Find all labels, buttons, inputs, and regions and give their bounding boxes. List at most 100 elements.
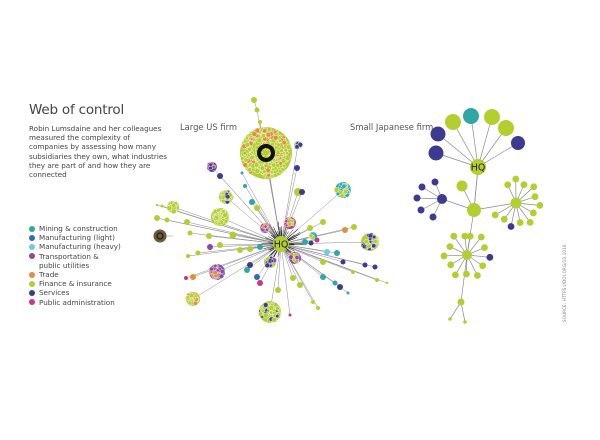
cluster-node [261,308,266,313]
cluster-node [308,233,314,238]
subsidiary-node [498,120,514,136]
subsidiary-node [307,225,313,231]
subsidiary-node [507,223,515,230]
subsidiary-node [351,224,357,230]
cluster-node [284,219,289,224]
cluster-node [218,273,224,279]
cluster-node [189,293,194,298]
cluster-node [219,269,225,274]
cluster-node [341,183,347,189]
japan-firm-label: Small Japanese firm [350,122,434,132]
subsidiary-node [418,183,426,191]
hub-center [263,150,269,156]
edge [269,243,282,313]
edge [192,243,282,300]
cluster-node [270,259,275,263]
subsidiary-node [243,184,247,188]
subsidiary-node [320,259,326,265]
subsidiary-node [206,233,212,239]
subsidiary-node [154,215,160,221]
us-firm-label: Large US firm [180,122,238,132]
subsidiary-node [334,250,340,256]
subsidiary-node [491,211,499,219]
subsidiary-node [445,114,461,130]
subsidiary-node [440,252,448,260]
subsidiary-node [474,272,481,279]
subsidiary-node [346,291,350,295]
legend-item-transportation: Transportation & public utilities [29,252,121,270]
edge [280,243,319,309]
hub-node [510,197,522,209]
legend-item-services: Services [29,288,121,297]
figure-description: Robin Lumsdaine and her colleagues measu… [29,124,167,180]
cluster-node [343,189,348,194]
edge [280,243,344,263]
cluster-node [281,140,287,145]
subsidiary-node [275,287,281,293]
subsidiary-node [164,217,170,223]
subsidiary-node [247,262,253,268]
edge [280,167,298,245]
subsidiary-node [448,317,452,321]
cluster-node [259,165,265,171]
source-credit: SOURCE: HTTPS://DOI.ORG/10.1016 [562,244,567,322]
subsidiary-node [375,278,379,282]
legend-item-manufacturing-light: Manufacturing (light) [29,233,121,242]
subsidiary-node [337,284,343,290]
cluster-node [276,142,281,147]
legend-swatch [29,280,35,287]
cluster-node [278,156,283,160]
subsidiary-node [294,165,300,171]
subsidiary-node [463,108,479,124]
legend-swatch [29,253,35,260]
cluster-node [243,157,249,163]
subsidiary-node [184,219,190,225]
cluster-node [254,127,260,134]
edge [172,206,282,245]
edge [452,121,479,168]
cluster-node [268,305,275,311]
legend-item-manufacturing-heavy: Manufacturing (heavy) [29,242,121,251]
subsidiary-node [217,173,223,179]
subsidiary-node [249,199,255,205]
edge [470,115,479,168]
edge [280,144,299,245]
hub-ring [257,144,275,162]
subsidiary-node [153,229,167,243]
edge [280,243,376,268]
cluster-node [275,314,280,319]
cluster-node [263,224,268,229]
node [251,97,257,103]
cluster-node [216,208,221,213]
cluster-node [339,193,345,199]
subsidiary-node [254,274,260,280]
edge [460,254,468,303]
edge [216,243,282,273]
cluster-node [286,144,292,150]
subsidiary-node [324,249,330,255]
cluster-node [294,255,300,260]
subsidiary-node [257,244,263,250]
subsidiary-node [237,247,243,253]
cluster-node [249,155,255,161]
hub-node [467,203,481,217]
subsidiary-node [342,227,348,233]
subsidiary-node [479,262,487,270]
cluster-node [251,131,258,137]
subsidiary-node [229,231,237,239]
subsidiary-node [451,271,459,279]
subsidiary-node [511,136,525,150]
subsidiary-node [254,205,260,211]
cluster-node [262,128,268,134]
subsidiary-node [413,194,421,202]
cluster-node [171,203,176,208]
cluster-node [271,317,277,323]
edge [219,243,282,246]
edge [477,116,493,168]
subsidiary-node [184,276,188,280]
subsidiary-node [311,300,315,304]
cluster-node [256,137,263,144]
cluster-node [217,221,222,226]
edge [232,234,282,245]
cluster-node [333,187,340,193]
